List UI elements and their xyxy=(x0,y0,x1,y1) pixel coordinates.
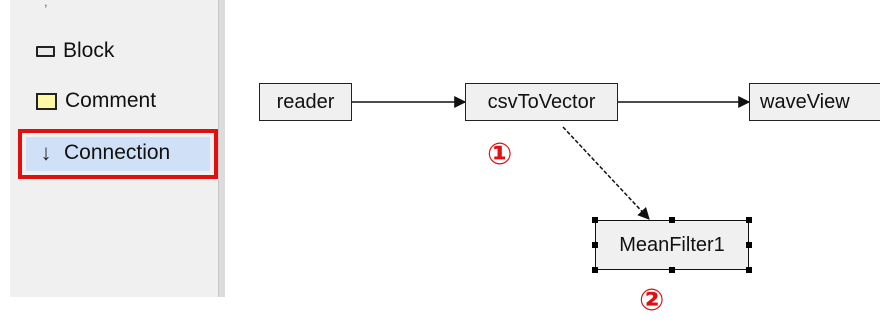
node-label: csvToVector xyxy=(487,90,596,113)
node-meanFilter[interactable]: MeanFilter1 xyxy=(595,220,749,270)
scrolled-item-fragment: ‾ , xyxy=(36,0,48,9)
node-csvToVector[interactable]: csvToVector xyxy=(465,83,618,121)
comment-icon xyxy=(36,92,57,110)
resize-handle[interactable] xyxy=(746,267,752,273)
resize-handle[interactable] xyxy=(592,242,598,248)
panel-splitter[interactable] xyxy=(218,0,225,297)
resize-handle[interactable] xyxy=(592,217,598,223)
block-icon xyxy=(36,45,55,57)
annotation-marker-1: ① xyxy=(487,137,513,172)
resize-handle[interactable] xyxy=(592,267,598,273)
block-palette: ‾ , Block Comment ↓ Connection xyxy=(0,0,225,322)
resize-handle[interactable] xyxy=(746,242,752,248)
palette-item-connection[interactable]: ↓ Connection xyxy=(36,138,216,168)
resize-handle[interactable] xyxy=(669,267,675,273)
node-label: MeanFilter1 xyxy=(619,233,725,256)
resize-handle[interactable] xyxy=(746,217,752,223)
annotation-marker-2: ② xyxy=(639,283,665,318)
node-label: reader xyxy=(276,90,335,113)
palette-item-label: Connection xyxy=(64,141,171,164)
connection-arrow-icon: ↓ xyxy=(40,140,52,165)
connection-edges xyxy=(352,96,751,220)
resize-handle[interactable] xyxy=(669,217,675,223)
palette-item-comment[interactable]: Comment xyxy=(36,86,216,116)
node-reader[interactable]: reader xyxy=(259,83,352,121)
node-label: waveView xyxy=(760,90,850,113)
highlight-box xyxy=(18,129,218,179)
selection-background xyxy=(26,137,210,171)
palette-item-label: Comment xyxy=(65,89,157,112)
palette-item-block[interactable]: Block xyxy=(36,36,216,66)
edge-csvToVector-meanFilter xyxy=(562,126,650,220)
node-waveView[interactable]: waveView xyxy=(749,83,880,121)
palette-item-label: Block xyxy=(63,39,115,62)
graph-canvas[interactable]: reader csvToVector waveView MeanFilter1 … xyxy=(225,0,880,322)
